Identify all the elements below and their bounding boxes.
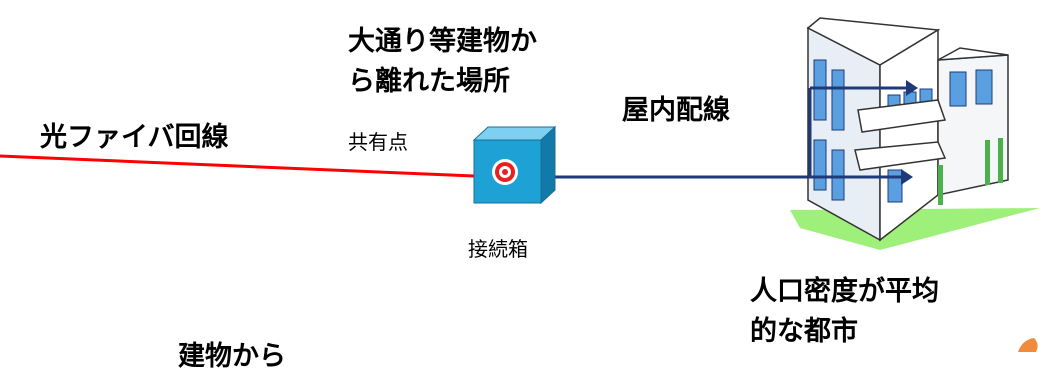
location-caption-line2: ら離れた場所 xyxy=(348,66,510,97)
density-city-line2: 的な都市 xyxy=(750,316,858,347)
bottom-partial-caption: 建物から xyxy=(178,341,286,372)
diagram-graphics xyxy=(0,17,1040,352)
density-city-caption: 人口密度が平均 的な都市 xyxy=(750,272,939,352)
building-icon xyxy=(790,17,1040,250)
share-point-label: 共有点 xyxy=(348,130,408,154)
density-city-line1: 人口密度が平均 xyxy=(750,276,939,307)
location-caption: 大通り等建物か ら離れた場所 xyxy=(348,22,537,102)
location-caption-line1: 大通り等建物か xyxy=(348,26,537,57)
diagram-canvas: 大通り等建物か ら離れた場所 光ファイバ回線 共有点 接続箱 屋内配線 人口密度… xyxy=(0,17,1040,372)
connection-box-icon xyxy=(472,125,557,205)
connection-box-label: 接続箱 xyxy=(468,237,528,261)
partial-shape-icon xyxy=(1018,338,1038,352)
indoor-wiring-label: 屋内配線 xyxy=(622,95,730,126)
fiber-line-label: 光ファイバ回線 xyxy=(40,122,229,153)
fiber-line xyxy=(0,154,475,178)
